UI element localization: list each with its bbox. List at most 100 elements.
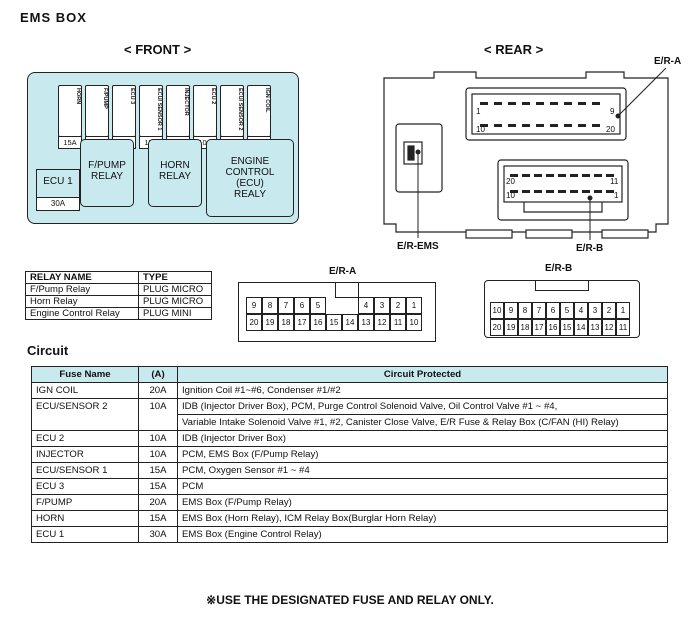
relay-type-header: TYPE (138, 271, 212, 284)
circuit-protected-cell: EMS Box (Horn Relay), ICM Relay Box(Burg… (177, 510, 668, 527)
relay-name-cell: Engine Control Relay (25, 307, 139, 320)
circuit-protected-header: Circuit Protected (177, 366, 668, 383)
fpump-relay-line1: F/PUMP (88, 160, 126, 171)
connector-pin: 5 (310, 297, 326, 314)
connector-pin: 18 (278, 314, 294, 331)
fuse-name-cell: IGN COIL (31, 382, 139, 399)
fuse-name: INJECTOR (183, 88, 189, 116)
erb-rear-label: E/R-B (576, 243, 604, 254)
fuse-name-cell: ECU/SENSOR 2 (31, 398, 139, 431)
connector-pin: 3 (588, 302, 602, 319)
fuse-name-cell: F/PUMP (31, 494, 139, 511)
circuit-protected-cell: EMS Box (F/Pump Relay) (177, 494, 668, 511)
fuse-name-cell: HORN (31, 510, 139, 527)
fuse-name-header: Fuse Name (31, 366, 139, 383)
connector-pin: 1 (406, 297, 422, 314)
connector-pin: 11 (390, 314, 406, 331)
connector-pin: 14 (574, 319, 588, 336)
circuit-table-body: IGN COIL 20A Ignition Coil #1~#6, Condense… (31, 382, 668, 543)
fuse-amp-cell: 15A (138, 462, 178, 479)
fpump-relay: F/PUMP RELAY (80, 139, 134, 207)
connector-pin: 5 (560, 302, 574, 319)
fuse-amp-cell: 10A (138, 430, 178, 447)
circuit-protected-cell: PCM, EMS Box (F/Pump Relay) (177, 446, 668, 463)
connector-pin: 17 (532, 319, 546, 336)
connector-pin: 12 (374, 314, 390, 331)
fuse-name-cell: INJECTOR (31, 446, 139, 463)
connector-pin: 15 (326, 314, 342, 331)
era-pin-20: 20 (606, 125, 615, 134)
fuse-amp-cell: 20A (138, 494, 178, 511)
horn-relay-line2: RELAY (158, 171, 192, 182)
connector-pin: 9 (246, 297, 262, 314)
circuit-protected-cell: PCM (177, 478, 668, 495)
fpump-relay-line2: RELAY (90, 171, 124, 182)
connector-pin: 16 (310, 314, 326, 331)
circuit-protected-cell: IDB (Injector Driver Box), PCM, Purge Co… (177, 398, 668, 415)
relay-name-cell: Horn Relay (25, 295, 139, 308)
erb-latch (535, 280, 589, 291)
connector-pin: 7 (278, 297, 294, 314)
connector-pin: 10 (490, 302, 504, 319)
fuse-amp-cell: 30A (138, 526, 178, 543)
relay-type-cell: PLUG MINI (138, 307, 212, 320)
era-pin-9: 9 (610, 107, 615, 116)
fuse-amp-cell: 15A (138, 510, 178, 527)
circuit-protected-cell: Variable Intake Solenoid Valve #1, #2, C… (177, 414, 668, 431)
fuse-name: ECU 3 (129, 88, 135, 105)
fuse-name-cell: ECU 1 (31, 526, 139, 543)
connector-pin: 3 (374, 297, 390, 314)
fuse-name: ECU 2 (210, 88, 216, 105)
connector-pin: 6 (546, 302, 560, 319)
era-rear-label: E/R-A (654, 56, 682, 67)
connector-pin: 9 (504, 302, 518, 319)
circuit-table: Fuse Name (A) Circuit Protected IGN COIL… (31, 366, 668, 543)
engine-relay-line4: REALY (233, 189, 267, 200)
erb-connector-label: E/R-B (545, 263, 573, 274)
connector-pin (326, 297, 342, 314)
fuse-name-cell: ECU 3 (31, 478, 139, 495)
connector-pin: 13 (588, 319, 602, 336)
erb-pin-1: 1 (614, 191, 619, 200)
fuse-name: HORN (75, 88, 81, 105)
relay-name-cell: F/Pump Relay (25, 283, 139, 296)
rear-view-drawing: 1 9 10 20 20 11 10 1 (383, 67, 669, 240)
circuit-protected-cell: Ignition Coil #1~#6, Condenser #1/#2 (177, 382, 668, 399)
erb-pin-10: 10 (506, 191, 515, 200)
fuse-name-cell: ECU/SENSOR 1 (31, 462, 139, 479)
connector-pin: 4 (574, 302, 588, 319)
connector-pin: 10 (406, 314, 422, 331)
fuse-name: IGN COIL (264, 88, 270, 113)
connector-pin: 7 (532, 302, 546, 319)
connector-pin: 15 (560, 319, 574, 336)
rear-view-label: < REAR > (484, 42, 544, 57)
connector-pin: 13 (358, 314, 374, 331)
fuse-name: ECU/ SENSOR 1 (156, 88, 162, 131)
connector-pin (342, 297, 358, 314)
circuit-title: Circuit (27, 343, 69, 358)
engine-relay-line1: ENGINE (230, 156, 270, 167)
relay-type-cell: PLUG MICRO (138, 283, 212, 296)
connector-pin: 19 (504, 319, 518, 336)
connector-pin: 6 (294, 297, 310, 314)
connector-pin: 19 (262, 314, 278, 331)
engine-control-relay: ENGINE CONTROL (ECU) REALY (206, 139, 294, 217)
circuit-protected-cell: EMS Box (Engine Control Relay) (177, 526, 668, 543)
ecu1-label: ECU 1 (43, 176, 73, 187)
